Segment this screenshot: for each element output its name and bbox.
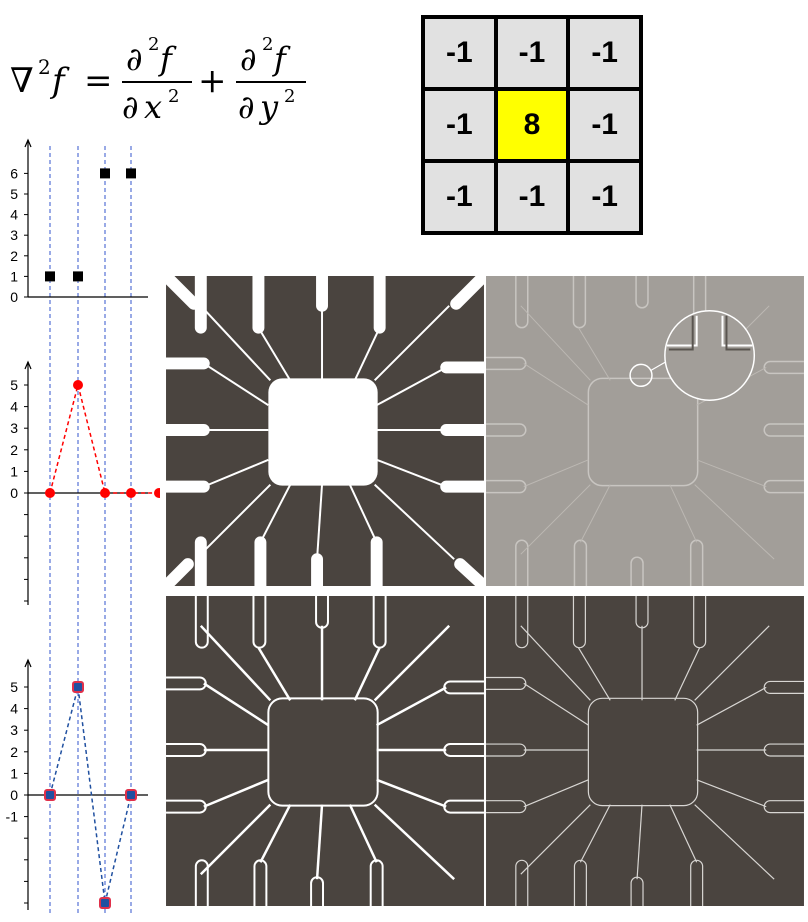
denominator-2-y: y	[258, 88, 279, 126]
first-derivative-plot: 0 1 2 3 4 5	[10, 360, 164, 605]
y-tick-label: 1	[10, 463, 18, 479]
data-point	[126, 168, 136, 179]
y-tick-label: 2	[10, 248, 18, 264]
numerator-1-superscript: 2	[148, 34, 159, 55]
data-point	[100, 488, 110, 498]
y-tick-label: -1	[6, 809, 19, 825]
y-tick-label: 4	[10, 399, 18, 415]
data-point	[73, 380, 83, 390]
kernel-cell: -1	[497, 163, 567, 231]
plus-sign: +	[198, 61, 227, 101]
laplacian-response-panel	[486, 276, 804, 586]
numerator-2-f: f	[272, 40, 291, 78]
kernel-cell: -1	[570, 19, 639, 87]
thick-edges-panel	[166, 596, 484, 906]
numerator-1-f: f	[158, 40, 177, 78]
equals-sign: =	[84, 61, 113, 101]
profile-plots-svg: 0 1 2 3 4 5 6 0 1 2 3 4 5 -1 0 1 2 3 4 5	[6, 138, 164, 915]
kernel-cell: -1	[570, 91, 639, 159]
data-point	[45, 271, 55, 282]
y-tick-label: 0	[10, 289, 18, 305]
y-axis-arrow	[24, 360, 32, 370]
original-chip-image	[166, 276, 484, 586]
second-derivative-plot: -1 0 1 2 3 4 5	[6, 658, 148, 910]
y-tick-label: 4	[10, 207, 18, 223]
denominator-1-partial: ∂	[122, 88, 139, 126]
kernel-center-cell: 8	[497, 91, 567, 159]
y-tick-label: 4	[10, 701, 18, 717]
laplacian-response-image	[486, 276, 804, 586]
y-tick-label: 1	[10, 765, 18, 781]
laplacian-formula: ∇ 2 f = ∂ 2 f ∂ x 2 + ∂ 2 f ∂ y 2	[8, 18, 308, 128]
data-point	[100, 168, 110, 179]
thick-edges-image	[166, 596, 484, 906]
denominator-2-partial: ∂	[238, 88, 255, 126]
kernel-cell: -1	[425, 163, 494, 231]
numerator-2-superscript: 2	[262, 34, 273, 55]
kernel-cell: -1	[425, 19, 494, 87]
series-line	[49, 686, 132, 904]
y-axis-arrow	[24, 138, 32, 148]
kernel-cell: -1	[497, 19, 567, 87]
denominator-2-superscript: 2	[284, 86, 295, 107]
kernel-cell: -1	[425, 91, 494, 159]
y-tick-label: 0	[10, 485, 18, 501]
data-point	[126, 488, 136, 498]
y-tick-label: 2	[10, 744, 18, 760]
numerator-1-partial: ∂	[126, 40, 143, 78]
y-tick-label: 0	[10, 787, 18, 803]
nabla-symbol: ∇	[10, 61, 34, 101]
y-tick-label: 5	[10, 679, 18, 695]
denominator-1-x: x	[144, 88, 162, 126]
zoom-inset-circle	[664, 310, 756, 401]
y-tick-label: 5	[10, 186, 18, 202]
laplacian-kernel-grid: -1 -1 -1 -1 8 -1 -1 -1 -1	[421, 15, 643, 235]
profile-plots: 0 1 2 3 4 5 6 0 1 2 3 4 5 -1 0 1 2 3 4 5	[0, 130, 164, 918]
y-tick-label: 5	[10, 377, 18, 393]
y-tick-label: 6	[10, 165, 18, 181]
denominator-1-superscript: 2	[168, 86, 179, 107]
nabla-superscript: 2	[38, 55, 51, 79]
original-image-panel	[166, 276, 484, 586]
function-f: f	[49, 61, 70, 101]
y-tick-label: 3	[10, 722, 18, 738]
data-point	[44, 789, 56, 801]
data-point	[45, 488, 55, 498]
data-point	[72, 681, 84, 693]
numerator-2-partial: ∂	[240, 40, 257, 78]
data-point	[125, 789, 137, 801]
thin-edges-image	[486, 596, 804, 906]
kernel-cell: -1	[570, 163, 639, 231]
step-profile-plot: 0 1 2 3 4 5 6	[10, 138, 148, 305]
data-point	[73, 271, 83, 282]
y-tick-label: 3	[10, 227, 18, 243]
data-point	[99, 897, 111, 909]
y-tick-label: 1	[10, 268, 18, 284]
data-point	[154, 488, 164, 498]
thin-edges-panel	[486, 596, 804, 906]
y-axis-arrow	[24, 658, 32, 668]
y-tick-label: 2	[10, 442, 18, 458]
vertical-guide-lines	[49, 146, 132, 915]
y-tick-label: 3	[10, 420, 18, 436]
